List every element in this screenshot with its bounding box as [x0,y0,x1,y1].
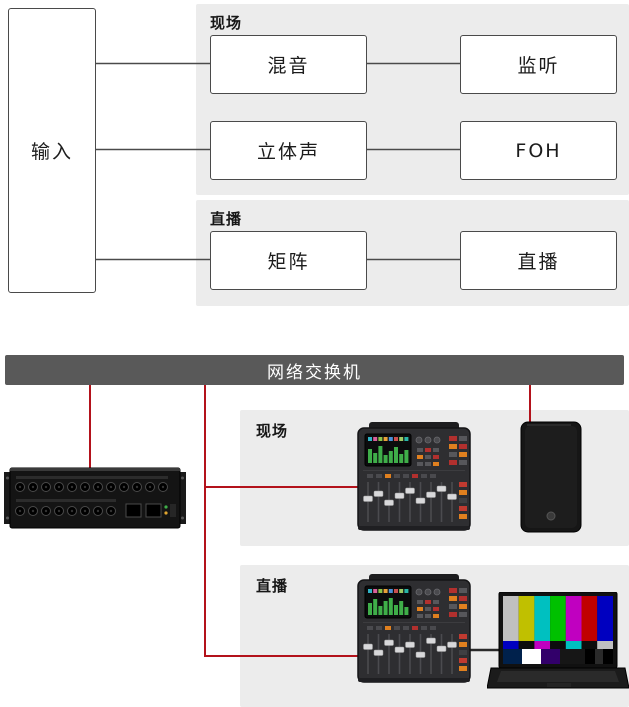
flow-node-stereo: 立体声 [210,121,367,180]
laptop-keyboard [497,671,619,682]
mixer-scene-buttons [367,626,436,630]
ethercon-port [145,503,162,518]
flow-node-monitor: 监听 [460,35,617,94]
mixer-button-cluster [417,436,467,466]
mixer-screen-channel-colors [368,437,409,441]
flow-node-matrix-label: 矩阵 [267,251,310,273]
mixer-knobs [415,588,441,596]
status-led-green [164,505,168,509]
flow-node-foh-label: FOH [515,139,562,162]
flow-node-mix-label: 混音 [267,55,310,77]
speaker-logo [546,511,556,521]
status-led-amber [164,511,168,515]
xlr-pins [18,485,165,513]
flow-node-monitor-label: 监听 [517,55,560,77]
flow-node-mix: 混音 [210,35,367,94]
network-switch-bar: 网络交换机 [5,355,624,385]
flow-node-foh: FOH [460,121,617,180]
flow-group-live-label: 现场 [210,14,243,32]
flow-node-input-label: 输入 [30,141,73,163]
flow-node-stereo-label: 立体声 [256,141,320,163]
fader-caps [363,637,457,658]
mixer-screen-meters [368,446,409,463]
xlr-output-row [15,506,116,516]
smpte-color-bars [503,596,613,664]
network-section-stream-label: 直播 [256,577,289,595]
laptop-touchpad [547,683,571,687]
io-stagebox-device [4,466,186,530]
mixer-button-cluster [417,588,467,618]
mixer-screen-channel-colors [368,589,409,593]
xlr-input-row [15,482,168,492]
flow-node-stream-label: 直播 [517,251,560,273]
flow-node-input: 输入 [8,8,96,293]
digital-mixer-live-device [355,420,473,536]
mixer-knobs [415,436,441,444]
mixer-scene-buttons [367,474,436,478]
laptop-colorbars-device [487,592,629,696]
fader-caps [363,485,457,506]
flow-node-matrix: 矩阵 [210,231,367,290]
ethercon-port [125,503,142,518]
network-section-live-label: 现场 [256,422,289,440]
flow-node-stream: 直播 [460,231,617,290]
mixer-right-buttons [459,482,467,519]
flow-group-stream-label: 直播 [210,210,243,228]
mixer-right-buttons [459,634,467,671]
mixer-screen-meters [368,598,409,615]
loudspeaker-device [519,420,583,534]
digital-mixer-stream-device [355,572,473,688]
network-switch-label: 网络交换机 [267,362,362,383]
power-switch [170,504,176,517]
